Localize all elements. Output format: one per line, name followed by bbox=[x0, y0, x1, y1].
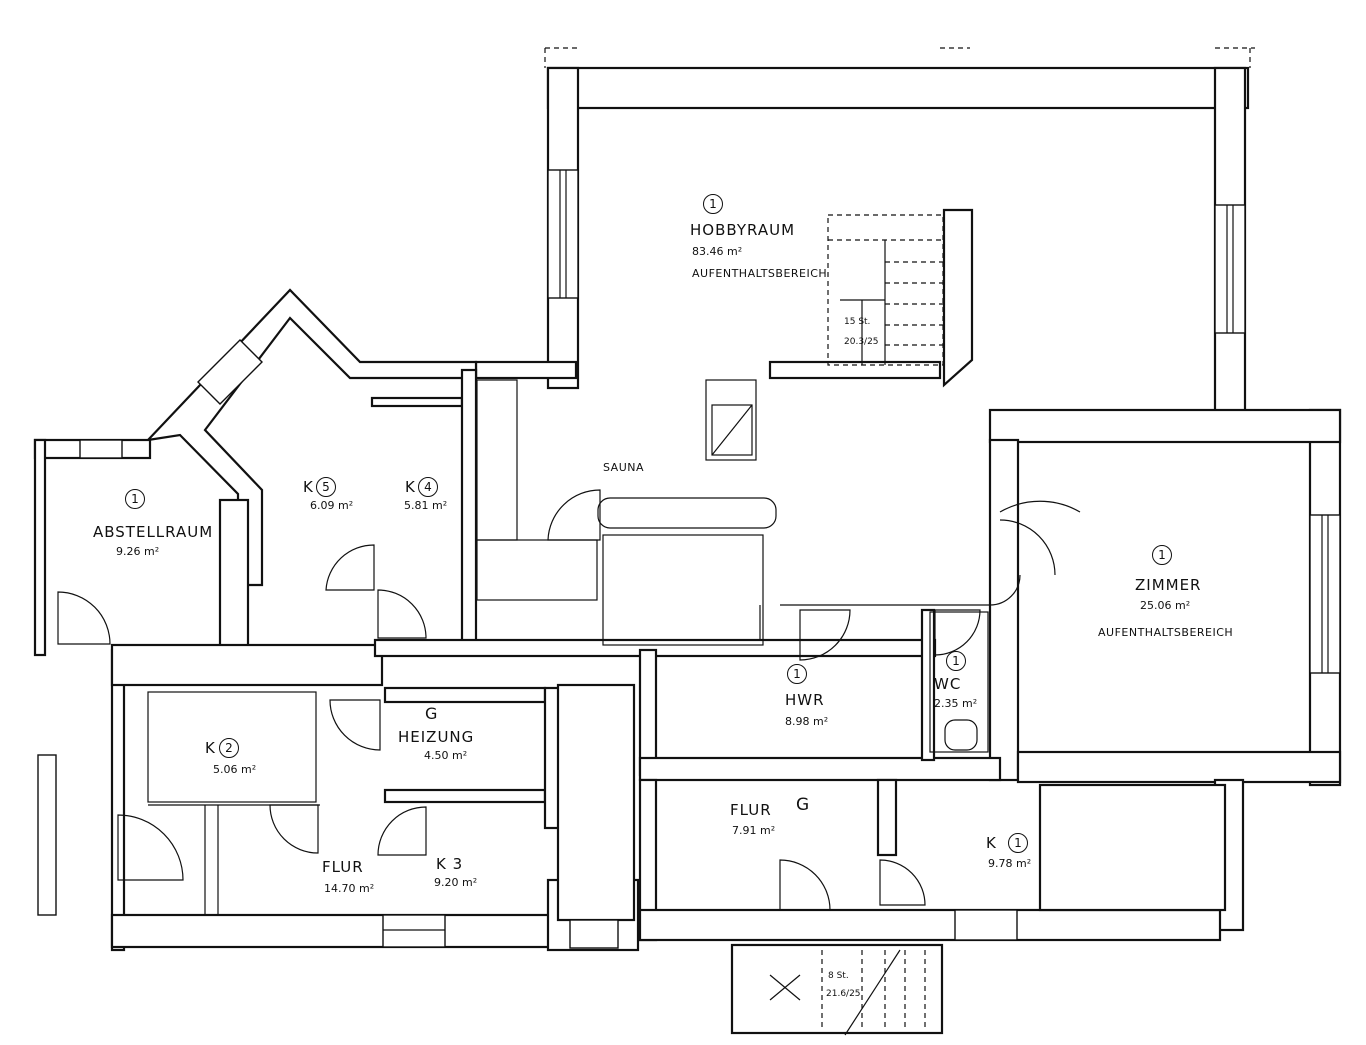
zimmer-area: 25.06 m² bbox=[1140, 599, 1191, 612]
hobbyraum-area: 83.46 m² bbox=[692, 245, 743, 258]
abstellraum-area: 9.26 m² bbox=[116, 545, 160, 558]
flur-g-number: G bbox=[796, 795, 811, 815]
hwr-number: 1 bbox=[787, 664, 807, 684]
k4-area: 5.81 m² bbox=[404, 499, 448, 512]
wc-name: WC bbox=[934, 675, 962, 693]
hobbyraum-number: 1 bbox=[703, 194, 723, 214]
doors bbox=[57, 489, 1081, 911]
flur-g-area: 7.91 m² bbox=[732, 824, 776, 837]
entrance-staircase bbox=[769, 949, 926, 1036]
walls bbox=[33, 66, 1342, 1035]
zimmer-name: ZIMMER bbox=[1135, 576, 1202, 594]
entrance-stair-count: 8 St. bbox=[828, 971, 849, 981]
k4-number: 4 bbox=[418, 477, 438, 497]
flur-west-area: 14.70 m² bbox=[324, 882, 375, 895]
k2-prefix: K bbox=[205, 739, 216, 757]
k2-area: 5.06 m² bbox=[213, 763, 257, 776]
entrance-stair-ratio: 21.6/25 bbox=[826, 989, 861, 999]
heizung-number: G bbox=[425, 704, 439, 723]
flur-west-name: FLUR bbox=[322, 858, 364, 876]
hobbyraum-note: AUFENTHALTSBEREICH bbox=[692, 267, 828, 280]
main-stair-ratio: 20.3/25 bbox=[844, 337, 879, 347]
k1-area: 9.78 m² bbox=[988, 857, 1032, 870]
hwr-name: HWR bbox=[785, 691, 825, 709]
sauna-name: SAUNA bbox=[603, 461, 645, 474]
main-stair-count: 15 St. bbox=[844, 317, 871, 327]
zimmer-number: 1 bbox=[1152, 545, 1172, 565]
abstellraum-number: 1 bbox=[125, 489, 145, 509]
k1-number: 1 bbox=[1008, 833, 1028, 853]
k2-number: 2 bbox=[219, 738, 239, 758]
k5-number: 5 bbox=[316, 477, 336, 497]
exterior-dashes bbox=[544, 47, 1340, 411]
k3-area: 9.20 m² bbox=[434, 876, 478, 889]
wc-area: 2.35 m² bbox=[934, 697, 978, 710]
k5-prefix: K bbox=[303, 478, 314, 496]
k1-prefix: K bbox=[986, 834, 997, 852]
k4-prefix: K bbox=[405, 478, 416, 496]
zimmer-note: AUFENTHALTSBEREICH bbox=[1098, 626, 1234, 639]
flur-g-name: FLUR bbox=[730, 801, 772, 819]
windows bbox=[37, 169, 1341, 949]
heizung-area: 4.50 m² bbox=[424, 749, 468, 762]
hwr-area: 8.98 m² bbox=[785, 715, 829, 728]
abstellraum-name: ABSTELLRAUM bbox=[93, 523, 214, 541]
hobbyraum-name: HOBBYRAUM bbox=[690, 221, 796, 239]
main-staircase bbox=[827, 208, 974, 388]
heizung-name: HEIZUNG bbox=[398, 728, 475, 746]
k3-name: K 3 bbox=[436, 855, 464, 873]
k5-area: 6.09 m² bbox=[310, 499, 354, 512]
partitions bbox=[147, 379, 990, 915]
wc-number: 1 bbox=[946, 651, 966, 671]
